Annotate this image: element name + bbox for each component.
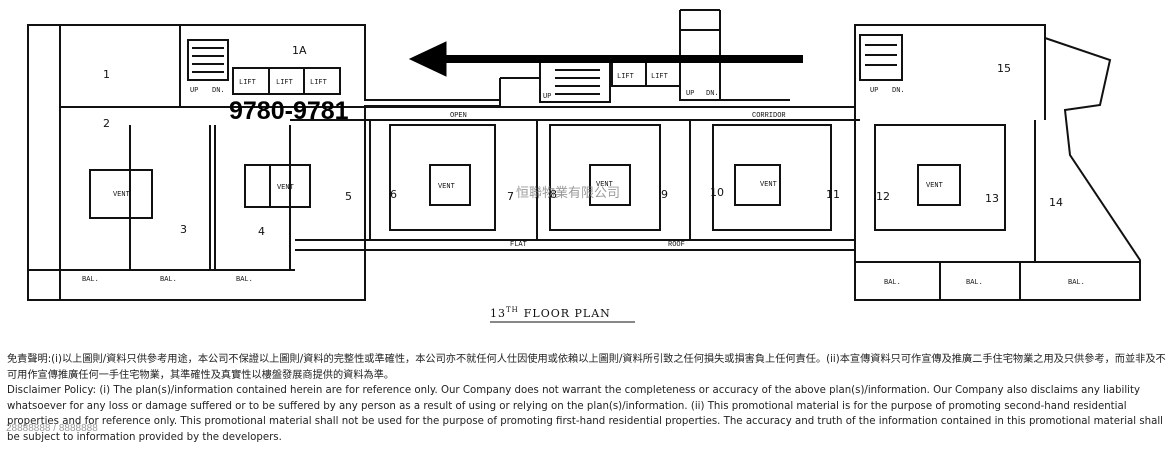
floor-plan: 1 1A 2 3 4 5 6 7 8 9 10 11 12 13 14 15 V… (27, 9, 1141, 323)
vent-label-2: VENT (277, 184, 294, 192)
unit-4-label: 4 (258, 225, 265, 238)
open-label: OPEN (450, 112, 467, 120)
disclaimer-chinese: 免責聲明:(i)以上圖則/資料只供參考用途，本公司不保證以上圖則/資料的完整性或… (7, 354, 1166, 381)
bal-label-3: BAL. (236, 276, 253, 284)
up-label-2: UP (543, 93, 551, 101)
unit-5-label: 5 (345, 190, 352, 203)
vent-label-5: VENT (760, 181, 777, 189)
vent-label-4: VENT (596, 181, 613, 189)
lift-label-3: LIFT (310, 79, 327, 87)
lift-label-5: LIFT (651, 73, 668, 81)
dn-label-4: DN. (892, 87, 905, 95)
up-label-3: UP (686, 90, 694, 98)
unit-2-label: 2 (103, 117, 110, 130)
disclaimer: 免責聲明:(i)以上圖則/資料只供參考用途，本公司不保證以上圖則/資料的完整性或… (7, 352, 1167, 445)
bal-label-1: BAL. (82, 276, 99, 284)
unit-14-label: 14 (1049, 196, 1063, 209)
bal-label-6: BAL. (1068, 279, 1085, 287)
lift-label-1: LIFT (239, 79, 256, 87)
corridor-label: CORRIDOR (752, 112, 786, 120)
unit-13-label: 13 (985, 192, 999, 205)
bal-label-2: BAL. (160, 276, 177, 284)
up-label-1: UP (190, 87, 198, 95)
unit-1-label: 1 (103, 68, 110, 81)
lift-label-2: LIFT (276, 79, 293, 87)
agent-phone-watermark: 28888888 / 8888888 (6, 423, 98, 434)
up-label-4: UP (870, 87, 878, 95)
unit-1a-label: 1A (292, 44, 307, 57)
disclaimer-english: Disclaimer Policy: (i) The plan(s)/infor… (7, 385, 1164, 443)
floor-plan-drawing: 1 1A 2 3 4 5 6 7 8 9 10 11 12 13 14 15 V… (27, 9, 1141, 323)
vent-label-3: VENT (438, 183, 455, 191)
bal-label-5: BAL. (966, 279, 983, 287)
dn-label-3: DN. (706, 90, 719, 98)
dn-label-1: DN. (212, 87, 225, 95)
unit-7-label: 7 (507, 190, 514, 203)
flat-label: FLAT (510, 241, 527, 249)
unit-6-label: 6 (390, 188, 397, 201)
unit-3-label: 3 (180, 223, 187, 236)
roof-label: ROOF (668, 241, 685, 249)
lift-label-4: LIFT (617, 73, 634, 81)
unit-9-label: 9 (661, 188, 668, 201)
vent-label-1: VENT (113, 191, 130, 199)
unit-8-label: 8 (550, 188, 557, 201)
vent-label-6: VENT (926, 182, 943, 190)
watermark: 恒聯物業有限公司 (516, 186, 621, 201)
unit-12-label: 12 (876, 190, 890, 203)
bal-label-4: BAL. (884, 279, 901, 287)
reference-code: 9780-9781 (229, 97, 349, 125)
unit-10-label: 10 (710, 186, 724, 199)
unit-11-label: 11 (826, 188, 840, 201)
unit-15-label: 15 (997, 62, 1011, 75)
